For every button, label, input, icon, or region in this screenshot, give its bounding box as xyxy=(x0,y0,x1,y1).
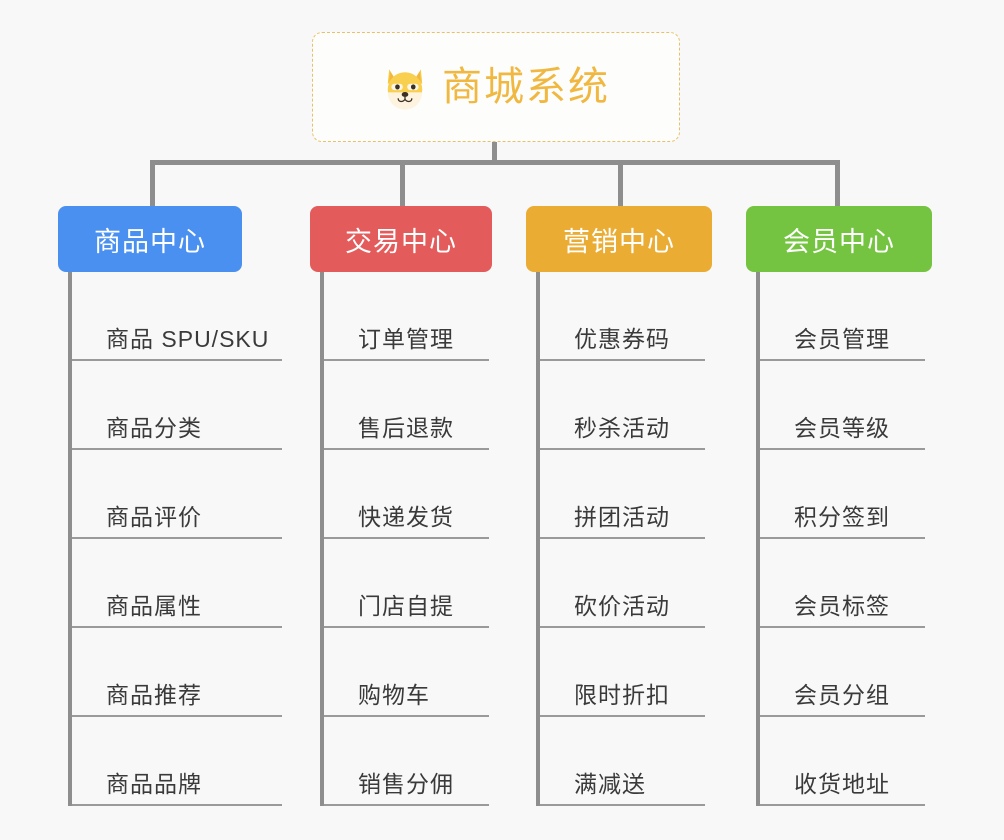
leaf-item[interactable]: 会员分组 xyxy=(760,628,925,717)
connector-horizontal-bar xyxy=(150,160,840,165)
leaf-list-member-center: 会员管理会员等级积分签到会员标签会员分组收货地址 xyxy=(756,272,932,806)
leaf-item-label: 会员管理 xyxy=(794,326,890,352)
leaf-item-label: 商品推荐 xyxy=(106,682,202,708)
leaf-item-label: 商品属性 xyxy=(106,593,202,619)
leaf-item-label: 秒杀活动 xyxy=(574,415,670,441)
leaf-item[interactable]: 销售分佣 xyxy=(324,717,489,806)
leaf-item-label: 商品品牌 xyxy=(106,771,202,797)
leaf-item-label: 优惠券码 xyxy=(574,326,670,352)
leaf-item[interactable]: 砍价活动 xyxy=(540,539,705,628)
category-column-product-center: 商品中心商品 SPU/SKU 商品分类商品评价商品属性商品推荐商品品牌 xyxy=(58,206,282,806)
leaf-item[interactable]: 收货地址 xyxy=(760,717,925,806)
leaf-item[interactable]: 商品推荐 xyxy=(72,628,282,717)
leaf-item-label: 满减送 xyxy=(574,771,646,797)
leaf-item-label: 销售分佣 xyxy=(358,771,454,797)
category-header-member-center[interactable]: 会员中心 xyxy=(746,206,932,272)
connector-drop-2 xyxy=(400,160,405,206)
leaf-item-label: 购物车 xyxy=(358,682,430,708)
connector-drop-4 xyxy=(835,160,840,206)
leaf-item[interactable]: 商品品牌 xyxy=(72,717,282,806)
leaf-item-label: 售后退款 xyxy=(358,415,454,441)
category-header-trade-center[interactable]: 交易中心 xyxy=(310,206,492,272)
leaf-item[interactable]: 积分签到 xyxy=(760,450,925,539)
leaf-item-label: 会员等级 xyxy=(794,415,890,441)
leaf-item[interactable]: 拼团活动 xyxy=(540,450,705,539)
leaf-item[interactable]: 会员管理 xyxy=(760,272,925,361)
leaf-item-label: 收货地址 xyxy=(794,771,890,797)
leaf-item-label: 商品分类 xyxy=(106,415,202,441)
leaf-item[interactable]: 商品属性 xyxy=(72,539,282,628)
leaf-item[interactable]: 门店自提 xyxy=(324,539,489,628)
leaf-item[interactable]: 购物车 xyxy=(324,628,489,717)
leaf-item[interactable]: 商品评价 xyxy=(72,450,282,539)
leaf-list-product-center: 商品 SPU/SKU 商品分类商品评价商品属性商品推荐商品品牌 xyxy=(68,272,282,806)
leaf-item-label: 商品 SPU/SKU xyxy=(106,326,270,352)
leaf-item[interactable]: 秒杀活动 xyxy=(540,361,705,450)
leaf-item[interactable]: 商品 SPU/SKU xyxy=(72,272,282,361)
shiba-inu-face-icon xyxy=(382,65,428,111)
category-header-product-center[interactable]: 商品中心 xyxy=(58,206,242,272)
leaf-item-label: 会员分组 xyxy=(794,682,890,708)
leaf-item[interactable]: 会员标签 xyxy=(760,539,925,628)
leaf-list-marketing-center: 优惠券码秒杀活动拼团活动砍价活动限时折扣满减送 xyxy=(536,272,712,806)
category-column-marketing-center: 营销中心优惠券码秒杀活动拼团活动砍价活动限时折扣满减送 xyxy=(526,206,712,806)
connector-drop-1 xyxy=(150,160,155,206)
category-column-member-center: 会员中心会员管理会员等级积分签到会员标签会员分组收货地址 xyxy=(746,206,932,806)
root-node[interactable]: 商城系统 xyxy=(312,32,680,142)
leaf-item-label: 限时折扣 xyxy=(574,682,670,708)
leaf-item[interactable]: 满减送 xyxy=(540,717,705,806)
leaf-item-label: 商品评价 xyxy=(106,504,202,530)
leaf-item[interactable]: 优惠券码 xyxy=(540,272,705,361)
leaf-item[interactable]: 限时折扣 xyxy=(540,628,705,717)
leaf-item[interactable]: 售后退款 xyxy=(324,361,489,450)
leaf-item[interactable]: 快递发货 xyxy=(324,450,489,539)
leaf-item-label: 订单管理 xyxy=(358,326,454,352)
leaf-item-label: 门店自提 xyxy=(358,593,454,619)
connector-stem xyxy=(492,142,497,164)
root-title: 商城系统 xyxy=(442,65,610,109)
leaf-item-label: 拼团活动 xyxy=(574,504,670,530)
leaf-item[interactable]: 商品分类 xyxy=(72,361,282,450)
leaf-list-trade-center: 订单管理售后退款快递发货门店自提购物车销售分佣 xyxy=(320,272,492,806)
connector-drop-3 xyxy=(618,160,623,206)
leaf-item[interactable]: 会员等级 xyxy=(760,361,925,450)
category-header-marketing-center[interactable]: 营销中心 xyxy=(526,206,712,272)
leaf-item-label: 积分签到 xyxy=(794,504,890,530)
leaf-item-label: 快递发货 xyxy=(358,504,454,530)
leaf-item[interactable]: 订单管理 xyxy=(324,272,489,361)
leaf-item-label: 会员标签 xyxy=(794,593,890,619)
leaf-item-label: 砍价活动 xyxy=(574,593,670,619)
category-column-trade-center: 交易中心订单管理售后退款快递发货门店自提购物车销售分佣 xyxy=(310,206,492,806)
